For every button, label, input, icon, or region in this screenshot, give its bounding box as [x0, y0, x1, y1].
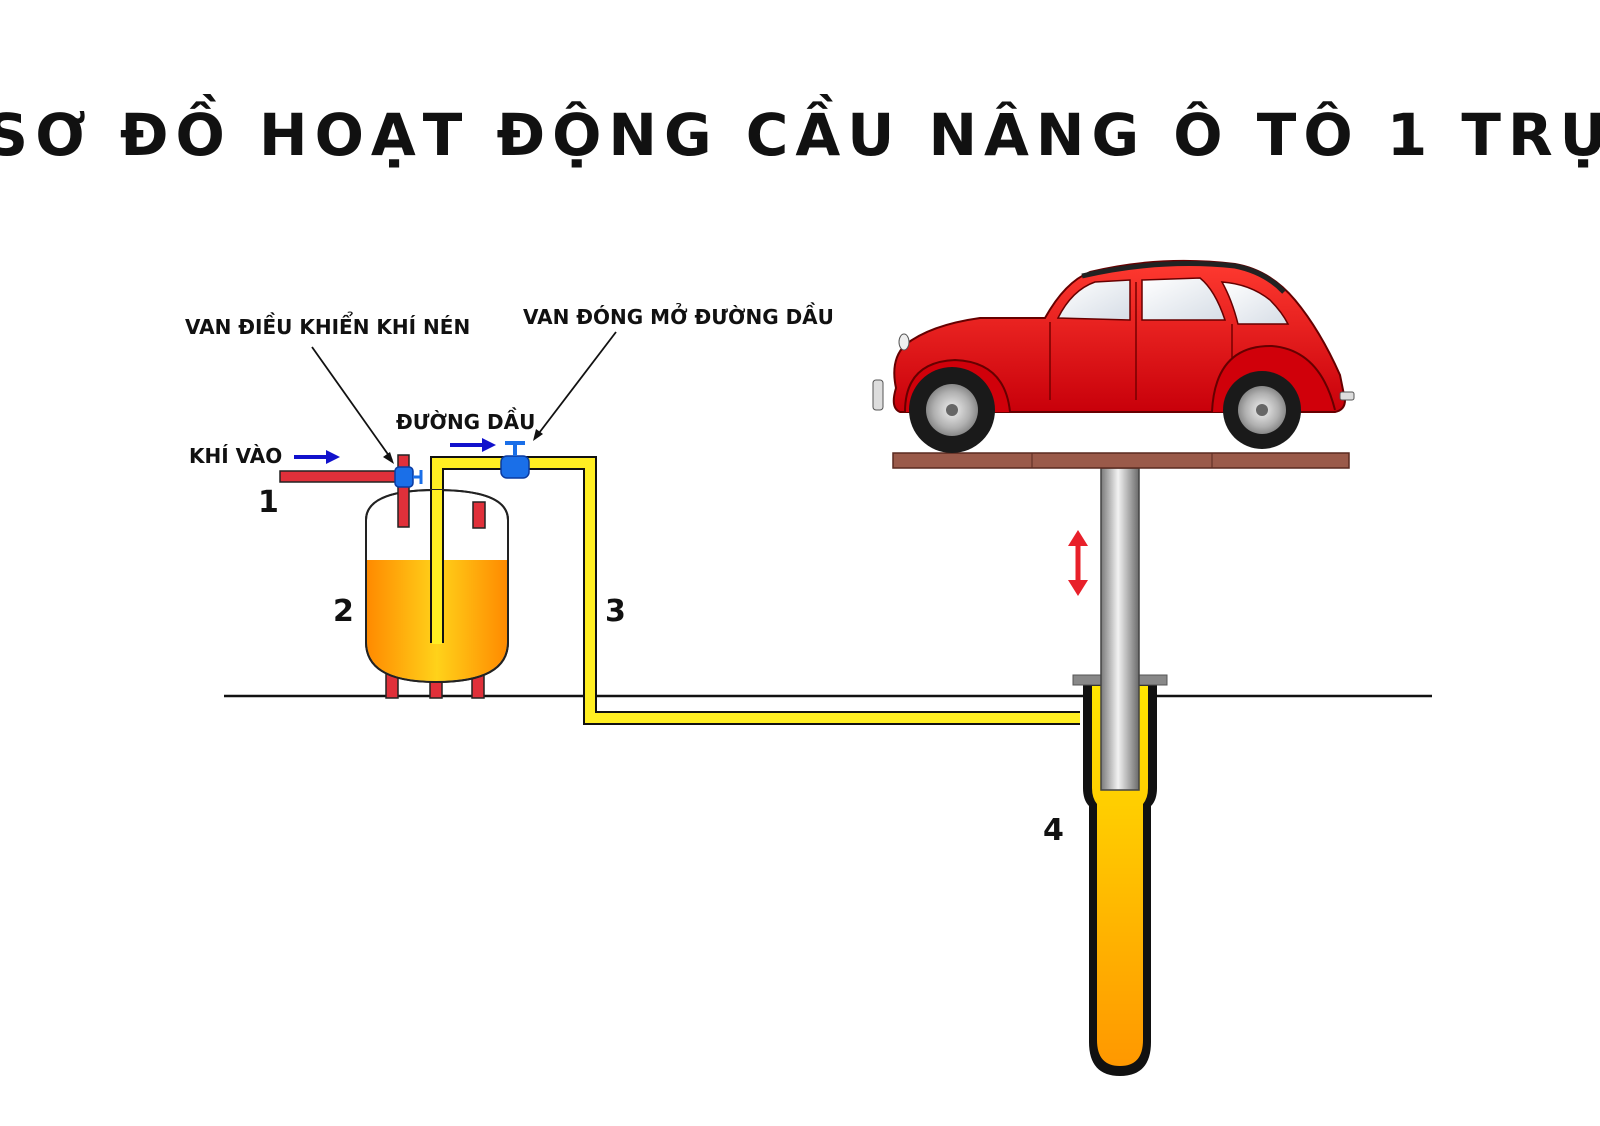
- label-air-control-valve: VAN ĐIỀU KHIỂN KHÍ NÉN: [185, 313, 470, 339]
- piston-rod: [1100, 467, 1140, 791]
- label-oil-line: ĐƯỜNG DẦU: [396, 408, 535, 434]
- flow-arrow-icon: [450, 438, 496, 452]
- leader-line-air-valve: [311, 346, 394, 464]
- car-icon: [872, 259, 1355, 453]
- number-3: 3: [605, 594, 626, 629]
- oil-valve-icon: [500, 441, 530, 479]
- flow-arrow-icon: [294, 450, 340, 464]
- air-vertical-pipe: [397, 454, 410, 528]
- lift-platform: [892, 452, 1350, 469]
- air-inlet-pipe: [279, 470, 406, 483]
- label-oil-valve: VAN ĐÓNG MỞ ĐƯỜNG DẦU: [523, 303, 834, 329]
- number-1: 1: [258, 485, 279, 520]
- page-title: SƠ ĐỒ HOẠT ĐỘNG CẦU NÂNG Ô TÔ 1 TRỤ: [0, 92, 1600, 169]
- tank-vent-pipe: [472, 501, 486, 529]
- air-control-valve-icon: [394, 466, 423, 488]
- lift-arrow-icon: [1068, 530, 1088, 596]
- leader-line-oil-valve: [533, 331, 617, 441]
- number-4: 4: [1043, 813, 1064, 848]
- oil-line-fill: [432, 458, 1080, 723]
- number-2: 2: [333, 594, 354, 629]
- oil-line-pipe: [430, 456, 1080, 725]
- label-air-in: KHÍ VÀO: [189, 444, 282, 468]
